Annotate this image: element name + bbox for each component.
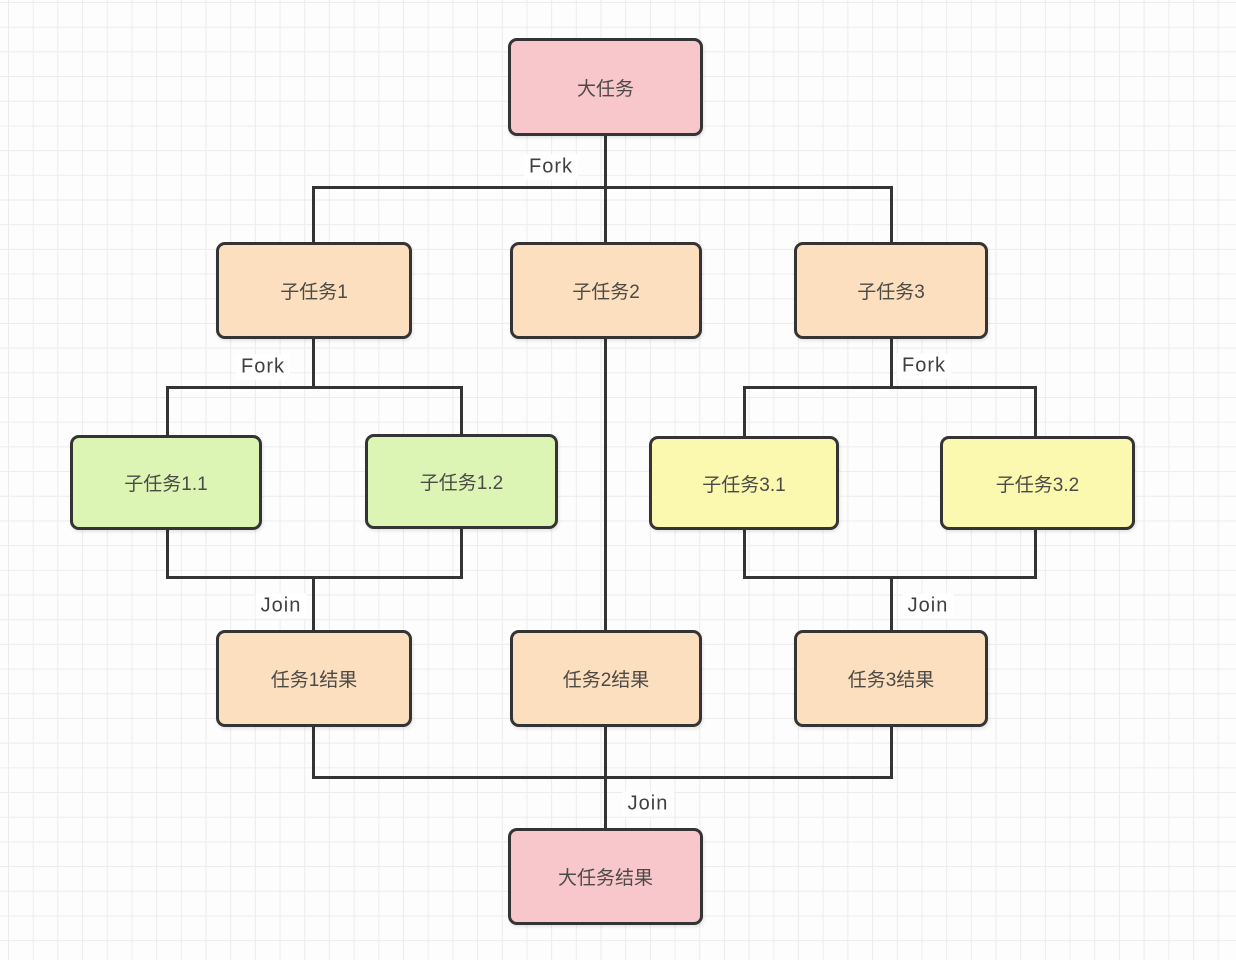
node-label: 大任务结果 [557, 868, 653, 889]
connector-forkbar-subtask3 [890, 186, 893, 244]
join-label-right: Join [902, 593, 954, 619]
node-label: 子任务1.1 [124, 474, 208, 495]
connector-forkbar-subtask3-2 [1034, 386, 1037, 436]
node-label: 子任务2 [572, 282, 640, 303]
connector-subtask1-2-joinbar [460, 529, 463, 579]
fork-bar-left [166, 386, 463, 389]
connector-forkbar-subtask1-2 [460, 386, 463, 436]
node-label: 任务3结果 [847, 670, 935, 691]
node-label: 任务1结果 [270, 670, 358, 691]
node-label: 子任务3.1 [702, 474, 786, 496]
node-label: 子任务3 [857, 282, 925, 303]
connector-subtask1-forkbar [312, 337, 315, 389]
connector-subtask2-result2 [604, 337, 607, 632]
node-result-3: 任务3结果 [794, 630, 988, 727]
join-label-left: Join [255, 593, 307, 619]
connector-subtask3-2-joinbar [1034, 529, 1037, 579]
fork-label-left: Fork [236, 354, 290, 380]
connector-forkbar-subtask3-1 [743, 386, 746, 436]
node-big-result: 大任务结果 [508, 828, 703, 925]
fork-bar-right [743, 386, 1037, 389]
node-label: 子任务1 [280, 282, 348, 303]
connector-subtask3-forkbar [890, 337, 893, 389]
node-label: 任务2结果 [562, 670, 650, 691]
connector-forkbar-subtask1-1 [166, 386, 169, 436]
node-label: 子任务3.2 [995, 474, 1080, 496]
connector-result2-bigresult [604, 725, 607, 830]
join-label-bottom: Join [622, 791, 674, 817]
node-result-2: 任务2结果 [510, 630, 702, 727]
node-subtask-2: 子任务2 [510, 242, 702, 339]
node-subtask-3-1: 子任务3.1 [649, 436, 839, 530]
connector-forkbar-subtask2 [604, 186, 607, 244]
join-bar-bottom [312, 776, 893, 779]
node-result-1: 任务1结果 [216, 630, 412, 727]
connector-bigtask-forkbar [604, 135, 607, 189]
fork-label-top: Fork [524, 154, 578, 180]
node-subtask-3: 子任务3 [794, 242, 988, 339]
node-label: 大任务 [576, 78, 634, 100]
fork-bar-top [312, 186, 893, 189]
node-subtask-1: 子任务1 [216, 242, 412, 339]
connector-forkbar-subtask1 [312, 186, 315, 244]
connector-subtask3-1-joinbar [743, 529, 746, 579]
connector-joinbar-result1 [312, 576, 315, 632]
connector-result1-joinbar [312, 725, 315, 779]
node-label: 子任务1.2 [419, 473, 504, 494]
node-subtask-3-2: 子任务3.2 [940, 436, 1135, 530]
node-subtask-1-2: 子任务1.2 [365, 434, 558, 529]
connector-joinbar-result3 [890, 576, 893, 632]
node-big-task: 大任务 [508, 38, 703, 136]
connector-result3-joinbar [890, 725, 893, 779]
fork-label-right: Fork [897, 353, 951, 379]
node-subtask-1-1: 子任务1.1 [70, 435, 262, 530]
connector-subtask1-1-joinbar [166, 529, 169, 579]
